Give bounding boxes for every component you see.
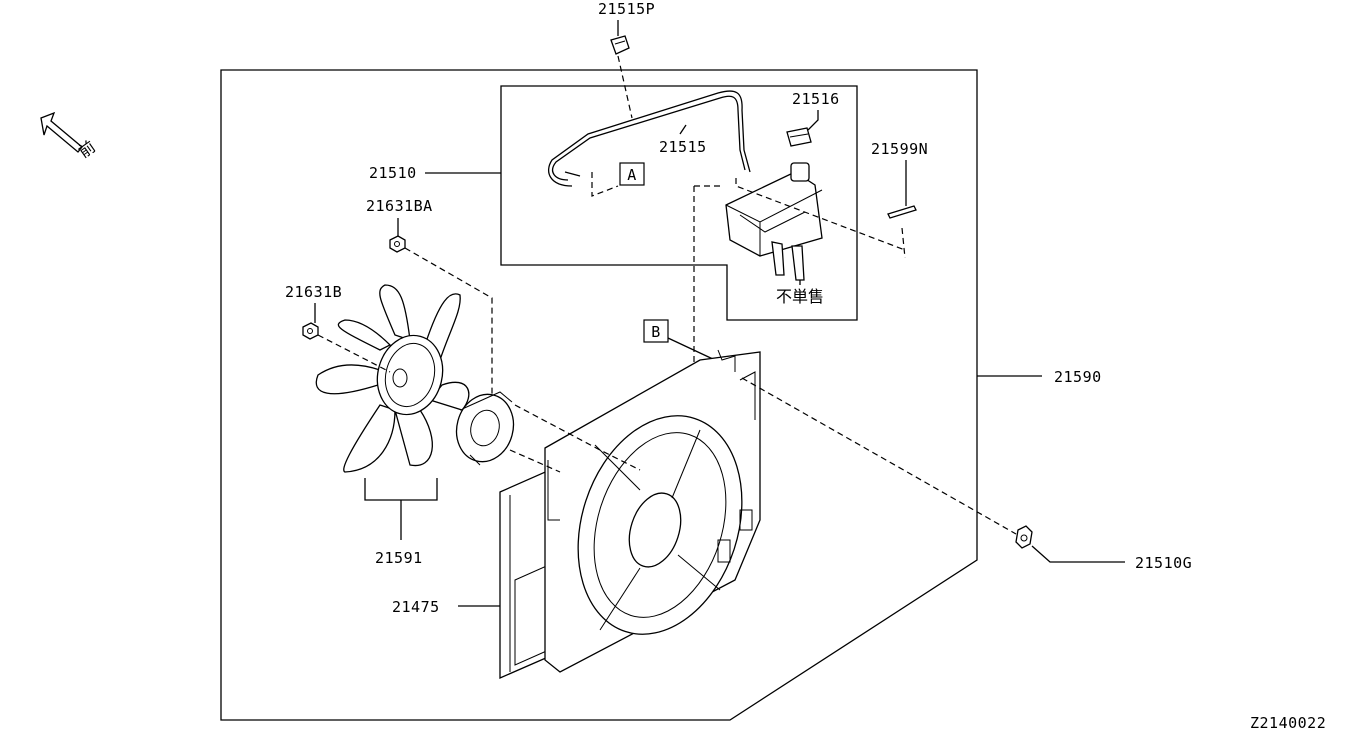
ref-marker-b: B — [651, 323, 661, 341]
fan-shroud — [544, 349, 761, 673]
reservoir-tank — [725, 162, 823, 281]
part-label-21591: 21591 — [375, 549, 423, 567]
part-label-21510: 21510 — [369, 164, 417, 182]
part-label-21510g: 21510G — [1135, 554, 1192, 572]
part-label-21590: 21590 — [1054, 368, 1102, 386]
drawing-number: Z2140022 — [1250, 714, 1326, 732]
front-indicator: 前 — [75, 137, 99, 162]
ref-marker-b-box — [643, 319, 669, 343]
part-label-21515p: 21515P — [598, 0, 655, 18]
part-label-21475: 21475 — [392, 598, 440, 616]
not-sold-separately-note: 不単售 — [776, 287, 824, 306]
fan-nut-21631b — [302, 322, 319, 340]
ref-marker-a: A — [627, 166, 637, 184]
assembly-frame-21590 — [220, 69, 978, 721]
fan-blade-21591 — [315, 284, 470, 473]
caution-label-21599n — [887, 205, 917, 219]
part-label-21515: 21515 — [659, 138, 707, 156]
reservoir-cap-21516 — [786, 127, 812, 147]
part-label-21599n: 21599N — [871, 140, 928, 158]
ref-marker-a-box — [619, 162, 645, 186]
reservoir-subassembly-frame — [500, 85, 858, 321]
front-direction-arrow-icon — [40, 111, 83, 153]
part-label-21631b: 21631B — [285, 283, 342, 301]
fan-nut-21631ba — [389, 235, 406, 253]
mounting-bolt-21510g — [1015, 525, 1033, 549]
overflow-hose-21515 — [548, 90, 751, 187]
fan-motor — [455, 391, 515, 466]
part-label-21631ba: 21631BA — [366, 197, 433, 215]
part-label-21516: 21516 — [792, 90, 840, 108]
hose-clip-21515p — [610, 35, 630, 55]
